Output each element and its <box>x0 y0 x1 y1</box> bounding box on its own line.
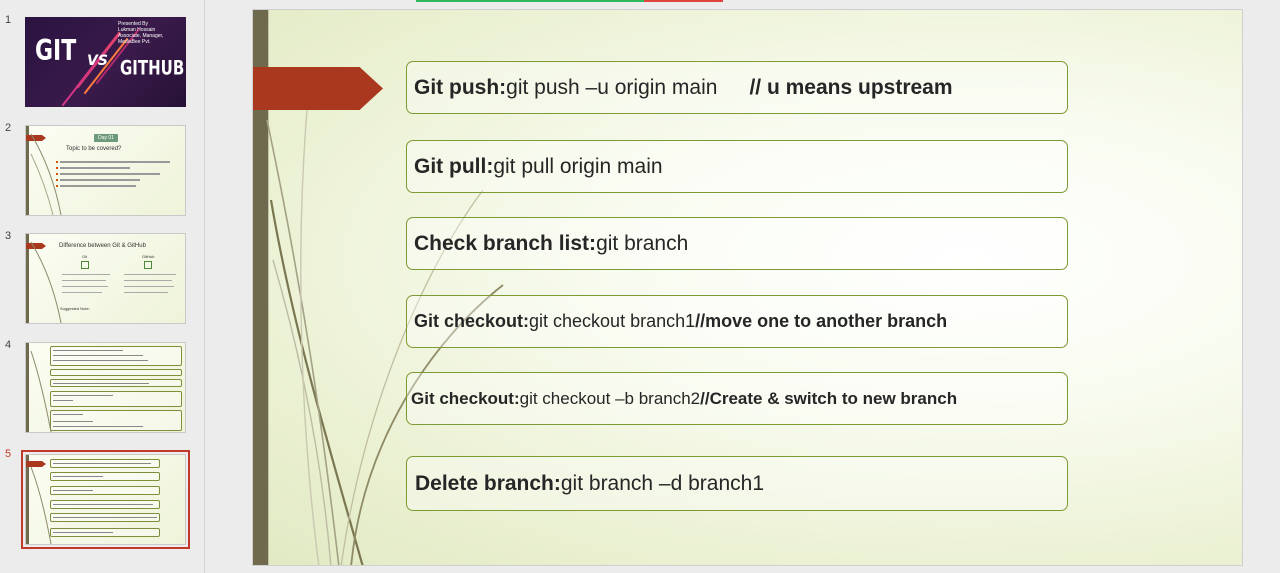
git-title: GIT <box>35 35 77 68</box>
git-pull-label: Git pull: <box>414 154 494 178</box>
vs-text: VS <box>87 53 108 69</box>
thumb-side-band <box>26 455 29 544</box>
check-branch-box[interactable]: Check branch list: git branch <box>406 217 1068 270</box>
git-push-command: git push –u origin main <box>506 75 718 99</box>
slide-side-band <box>253 10 268 565</box>
thumb-decor-curve <box>30 241 62 323</box>
title-arrow-shape <box>253 67 383 110</box>
thumb-arrow <box>26 243 46 249</box>
slide-number-1: 1 <box>5 14 12 26</box>
thumb-title: Topic to be covered? <box>66 146 122 152</box>
slide-thumbnail-4[interactable] <box>25 342 186 433</box>
git-checkout-command: git checkout branch1 <box>529 311 696 331</box>
git-checkout-new-comment: //Create & switch to new branch <box>700 388 958 408</box>
slide-thumbnail-2[interactable]: Day 01 Topic to be covered? <box>25 125 186 216</box>
day-badge: Day 01 <box>94 134 118 142</box>
git-checkout-label: Git checkout: <box>414 311 530 331</box>
slide-thumbnail-1[interactable]: GIT VS GITHUB Presented By Lukman Hossai… <box>25 17 186 107</box>
git-checkout-new-command: git checkout –b branch2 <box>519 388 701 408</box>
main-slide-canvas[interactable]: Git push: git push –u origin main // u m… <box>252 9 1243 566</box>
thumb-decor-curve <box>30 350 52 432</box>
progress-bar-red <box>644 0 723 2</box>
git-pull-command: git pull origin main <box>493 154 663 178</box>
github-title: GITHUB <box>120 56 185 80</box>
thumb-arrow <box>26 461 46 467</box>
slide-thumbnail-5-selected[interactable] <box>21 450 190 549</box>
git-column-label: Git <box>82 254 88 259</box>
git-checkout-new-label: Git checkout: <box>411 388 520 408</box>
slide-number-4: 4 <box>5 339 12 351</box>
thumb-side-band <box>26 343 29 432</box>
progress-bar-green <box>416 0 644 2</box>
slide-thumbnail-3[interactable]: Difference between Git & GitHub Git GitH… <box>25 233 186 324</box>
git-checkout-comment: //move one to another branch <box>695 311 948 331</box>
slide-side-band-line <box>268 10 269 565</box>
delete-branch-command: git branch –d branch1 <box>560 471 765 495</box>
git-checkout-new-box[interactable]: Git checkout: git checkout –b branch2 //… <box>406 372 1068 425</box>
git-push-label: Git push: <box>414 75 507 99</box>
down-arrow-icon <box>81 261 89 269</box>
thumb-arrow <box>26 135 46 141</box>
delete-branch-box[interactable]: Delete branch: git branch –d branch1 <box>406 456 1068 511</box>
slide-number-2: 2 <box>5 122 12 134</box>
delete-branch-label: Delete branch: <box>415 471 561 495</box>
thumb-decor-curve <box>30 133 62 215</box>
git-pull-box[interactable]: Git pull: git pull origin main <box>406 140 1068 193</box>
git-checkout-box[interactable]: Git checkout: git checkout branch1 //mov… <box>406 295 1068 348</box>
down-arrow-icon <box>144 261 152 269</box>
slide-number-3: 3 <box>5 230 12 242</box>
thumb-decor-curve <box>30 466 52 544</box>
thumb-title: Difference between Git & GitHub <box>59 243 146 249</box>
slide-number-5: 5 <box>5 448 12 460</box>
suggested-note: Suggested Note: <box>60 306 90 311</box>
github-column-label: GitHub <box>142 254 155 259</box>
thumb-side-band <box>26 234 29 323</box>
decorative-curves <box>266 109 504 565</box>
thumb-side-band <box>26 126 29 215</box>
check-branch-command: git branch <box>596 231 689 255</box>
git-push-box[interactable]: Git push: git push –u origin main // u m… <box>406 61 1068 114</box>
check-branch-label: Check branch list: <box>414 231 597 255</box>
git-push-comment: // u means upstream <box>749 75 953 99</box>
slide-thumbnails-pane: 1 GIT VS GITHUB Presented By Lukman Hoss… <box>0 0 205 573</box>
presenter-text: Presented By Lukman Hossain Associate, M… <box>118 21 164 45</box>
